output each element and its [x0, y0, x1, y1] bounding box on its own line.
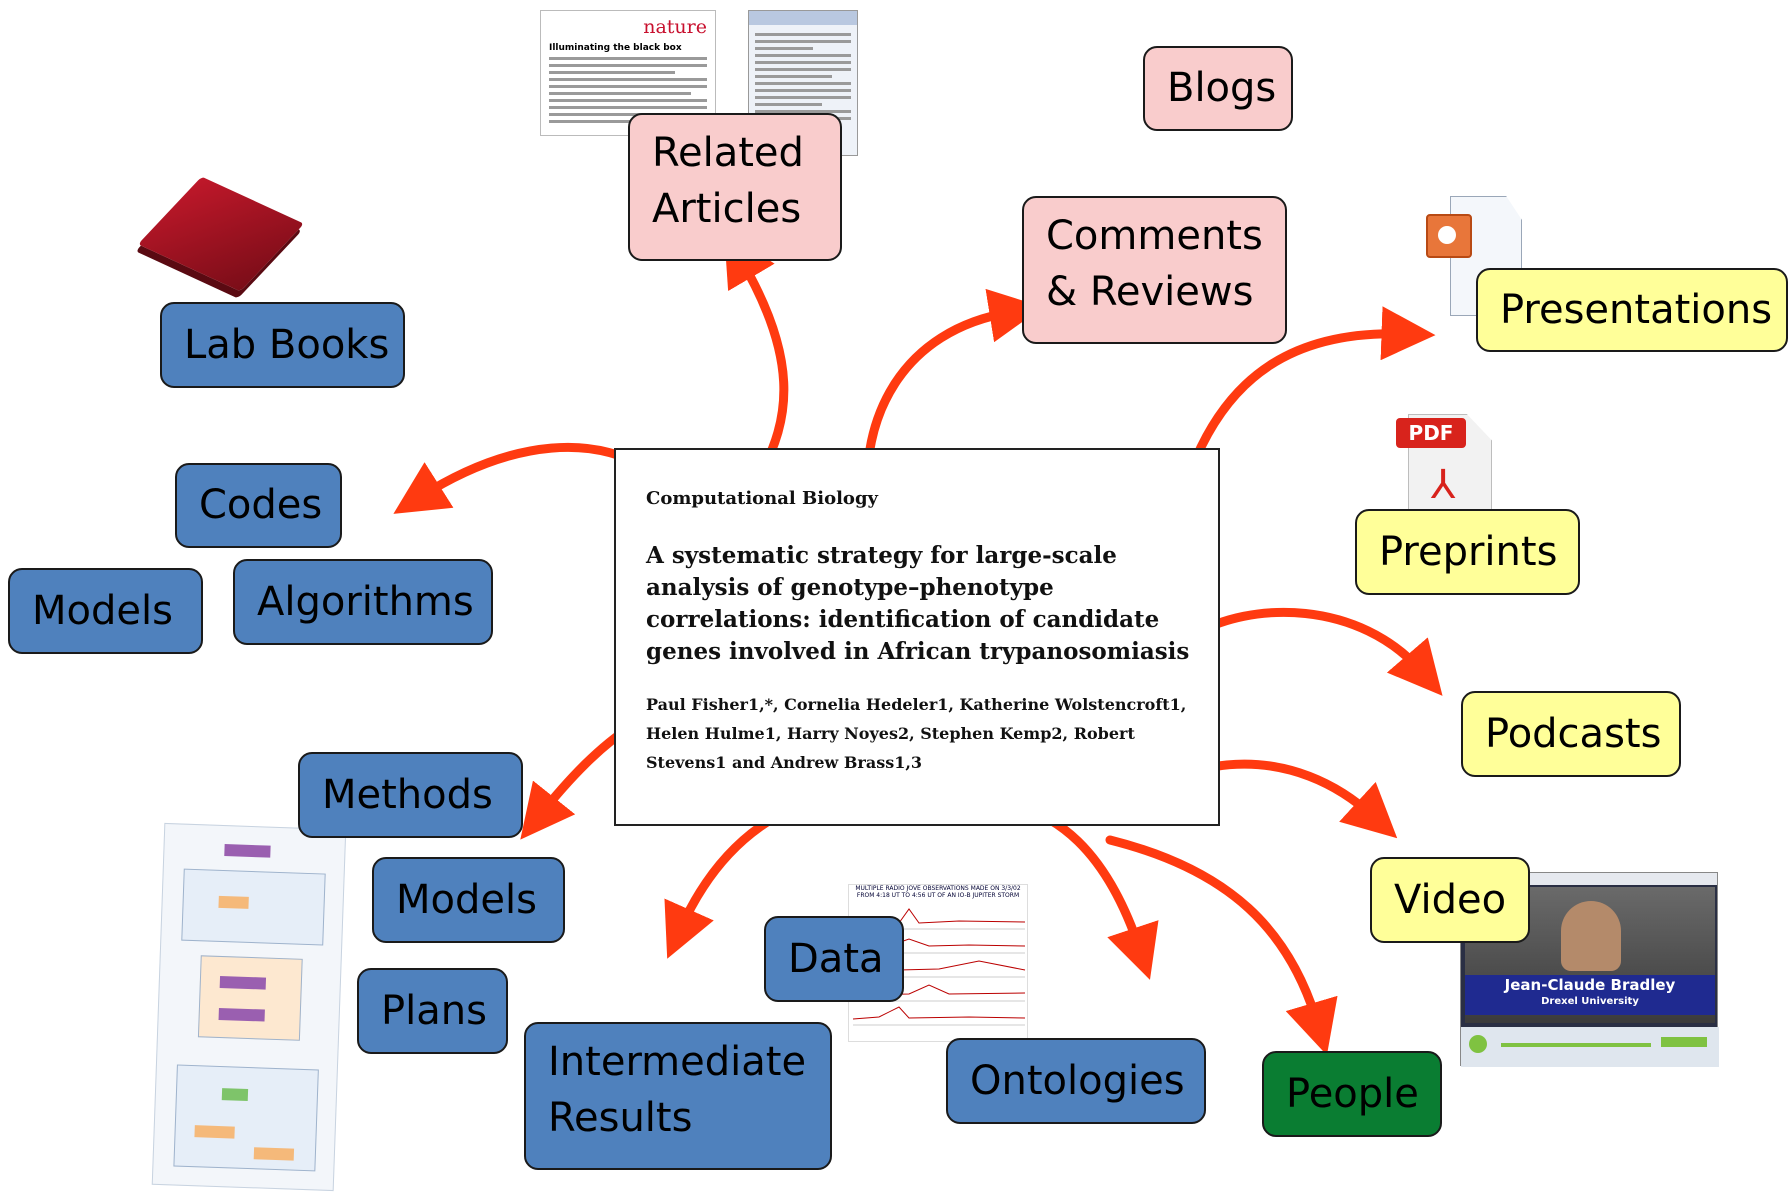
arrow-to-people [1105, 835, 1338, 1056]
arrow-to-presentations [1191, 306, 1436, 463]
video-person [1561, 901, 1621, 971]
pdf-badge: PDF [1396, 418, 1466, 448]
models-left-box: Models [8, 568, 203, 654]
video-box: Video [1370, 857, 1530, 943]
related-articles-box: Related Articles [628, 113, 842, 261]
algorithms-box: Algorithms [233, 559, 493, 645]
codes-box: Codes [175, 463, 342, 548]
video-frame: Jean-Claude Bradley Drexel University [1465, 887, 1715, 1023]
video-caption-name: Jean-Claude Bradley [1504, 976, 1676, 994]
nature-headline: Illuminating the black box [549, 43, 682, 53]
related-articles-line-2: Articles [652, 186, 802, 232]
podcasts-box: Podcasts [1461, 691, 1681, 777]
lab-books-box: Lab Books [160, 302, 405, 388]
presentations-box: Presentations [1476, 268, 1788, 352]
paper-section: Computational Biology [646, 488, 878, 509]
video-caption-bar: Jean-Claude Bradley Drexel University [1465, 975, 1715, 1015]
video-caption-org: Drexel University [1541, 996, 1639, 1007]
central-paper: Computational Biology A systematic strat… [614, 448, 1220, 826]
comments-reviews-line-1: Comments [1046, 213, 1263, 259]
powerpoint-icon [1426, 214, 1472, 258]
blogs-box: Blogs [1143, 46, 1293, 131]
comments-reviews-line-2: & Reviews [1046, 269, 1254, 315]
preprints-box: Preprints [1355, 509, 1580, 595]
intermediate-results-box: Intermediate Results [524, 1022, 832, 1170]
comments-reviews-box: Comments & Reviews [1022, 196, 1287, 344]
nature-brand: nature [643, 16, 707, 38]
intermediate-results-line-2: Results [548, 1095, 693, 1141]
arrow-to-podcasts [1187, 607, 1443, 696]
models-mid-box: Models [372, 857, 565, 943]
radio-chart-title: MULTIPLE RADIO JOVE OBSERVATIONS MADE ON… [855, 885, 1021, 899]
ontologies-box: Ontologies [946, 1038, 1206, 1124]
workflow-diagram-image [151, 822, 347, 1192]
data-box: Data [764, 916, 904, 1002]
related-articles-line-1: Related [652, 130, 804, 176]
people-box: People [1262, 1051, 1442, 1137]
acrobat-icon: ⅄ [1431, 462, 1456, 508]
video-player-image: Jean-Claude Bradley Drexel University [1460, 872, 1719, 1067]
paper-authors: Paul Fisher1,*, Cornelia Hedeler1, Kathe… [646, 695, 1187, 772]
paper-title: A systematic strategy for large-scale an… [646, 542, 1190, 665]
plans-box: Plans [357, 968, 508, 1054]
arrow-to-related-articles [724, 230, 789, 480]
video-controls [1461, 1027, 1719, 1067]
methods-box: Methods [298, 752, 523, 838]
intermediate-results-line-1: Intermediate [548, 1039, 807, 1085]
